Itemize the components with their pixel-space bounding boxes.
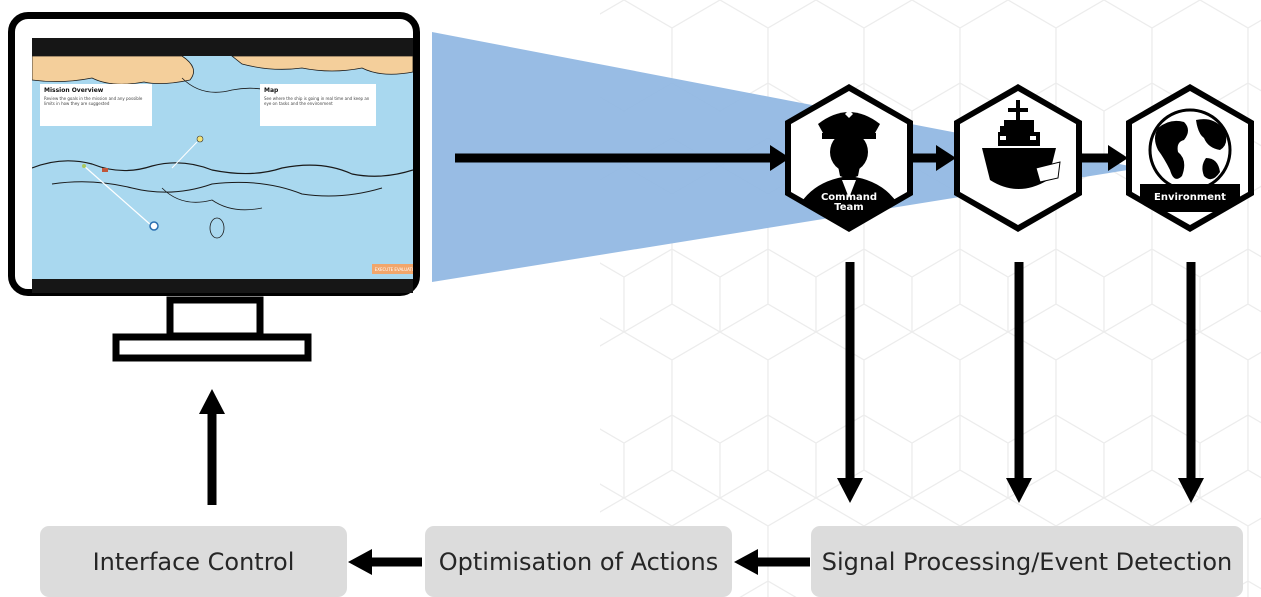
- signal-processing-box: Signal Processing/Event Detection: [811, 526, 1243, 597]
- warship-icon: [982, 100, 1061, 189]
- arrowhead-up: [199, 389, 225, 414]
- screen-top-bar: [32, 38, 413, 56]
- ship-node: [954, 84, 1082, 232]
- monitor-base: [112, 333, 312, 362]
- arrowhead-command: [770, 145, 790, 171]
- map-callout-text: See where the ship is going in real time…: [264, 96, 370, 106]
- command-team-label-line1: Command: [820, 192, 878, 203]
- map-callout: Map See where the ship is going in real …: [260, 84, 376, 126]
- monitor-neck: [166, 296, 264, 340]
- mission-overview-text: Review the goals in the mission and any …: [44, 96, 143, 106]
- arrowhead-left-2: [348, 549, 372, 575]
- map-view: [32, 55, 413, 239]
- arrowhead-down-3: [1178, 478, 1204, 503]
- map-callout-title: Map: [264, 87, 279, 94]
- environment-node: [1126, 84, 1254, 232]
- arrowhead-down-2: [1006, 478, 1032, 503]
- arrowhead-left-1: [734, 549, 758, 575]
- monitor: Mission Overview Review the goals in the…: [8, 12, 420, 296]
- optimisation-box: Optimisation of Actions: [425, 526, 732, 597]
- arrowhead-environment: [1108, 145, 1128, 171]
- mission-overview-title: Mission Overview: [44, 87, 104, 94]
- arrowhead-down-1: [837, 478, 863, 503]
- screen-bottom-bar: [32, 279, 413, 293]
- globe-icon: [1140, 108, 1240, 212]
- environment-label: Environment: [1154, 192, 1226, 203]
- ship-label: Ship: [1005, 192, 1031, 203]
- execute-evaluation-button[interactable]: EXECUTE EVALUATION: [372, 264, 413, 274]
- command-team-label: Command Team: [809, 193, 889, 213]
- mission-overview-callout: Mission Overview Review the goals in the…: [40, 84, 152, 126]
- interface-control-box: Interface Control: [40, 526, 347, 597]
- command-team-label-line2: Team: [834, 202, 864, 213]
- arrowhead-ship: [936, 145, 956, 171]
- monitor-screen: Mission Overview Review the goals in the…: [32, 38, 413, 293]
